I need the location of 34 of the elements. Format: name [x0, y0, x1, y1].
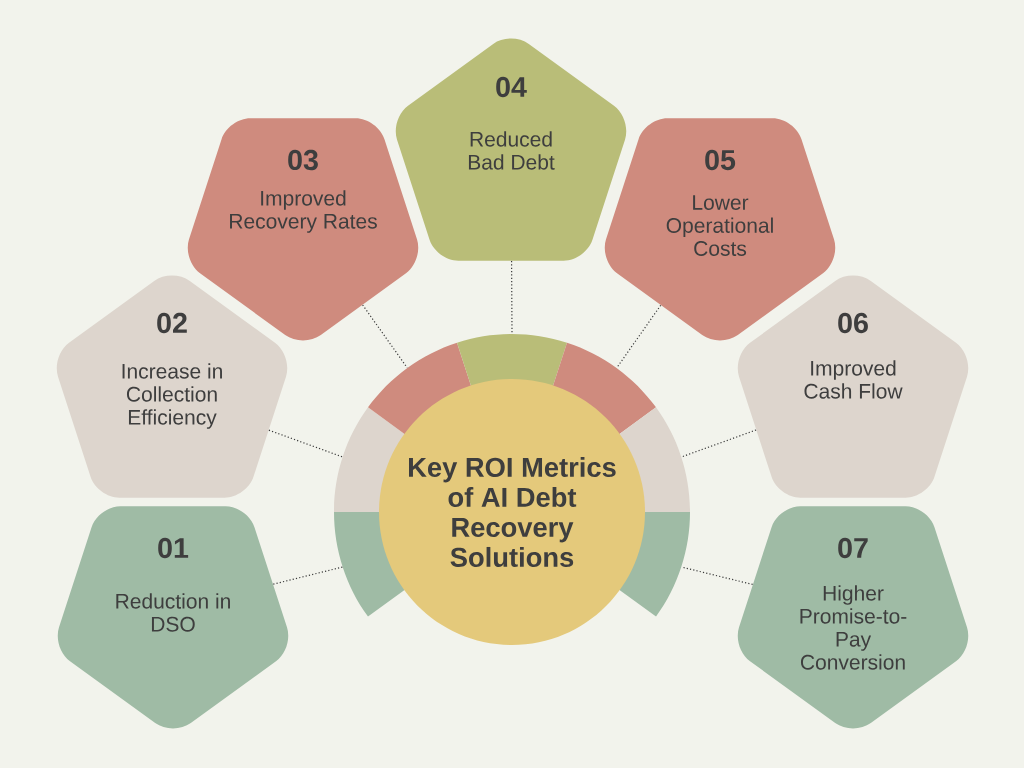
- pentagon: [56, 275, 288, 498]
- dotted-line: [362, 304, 408, 369]
- ring-segment: [334, 407, 406, 512]
- step-number: 02: [157, 312, 187, 334]
- metric-label: Reduction in DSO: [116, 593, 230, 632]
- metric-label: Increase in Collection Efficiency: [122, 363, 222, 429]
- step-number: 01: [158, 537, 189, 559]
- dotted-line: [268, 429, 344, 458]
- ring-segment: [618, 407, 690, 512]
- ring-segment: [552, 342, 656, 435]
- pentagon: [187, 118, 419, 341]
- dotted-line: [272, 566, 344, 585]
- pentagon: [57, 506, 289, 729]
- pentagon: [604, 118, 836, 341]
- step-number: 05: [705, 149, 736, 171]
- metric-label: Reduced Bad Debt: [468, 131, 555, 170]
- ring-segment: [618, 512, 690, 617]
- step-number: 06: [838, 312, 868, 334]
- dotted-line: [616, 304, 662, 369]
- metric-label: Lower Operational Costs: [666, 195, 773, 256]
- metric-label: Higher Promise-to-Pay Conversion: [800, 585, 907, 670]
- ring-segment: [334, 512, 406, 617]
- ring-segment: [368, 342, 472, 435]
- ring-segment: [457, 334, 567, 387]
- step-number: 03: [288, 149, 318, 171]
- dotted-line: [511, 260, 513, 335]
- metric-label: Improved Cash Flow: [804, 360, 903, 399]
- dotted-line: [680, 429, 757, 458]
- pentagon: [395, 38, 627, 261]
- step-number: 04: [496, 76, 527, 98]
- pentagon: [737, 275, 969, 498]
- metric-label: Improved Recovery Rates: [230, 190, 377, 233]
- pentagon: [737, 506, 969, 729]
- step-number: 07: [838, 537, 868, 559]
